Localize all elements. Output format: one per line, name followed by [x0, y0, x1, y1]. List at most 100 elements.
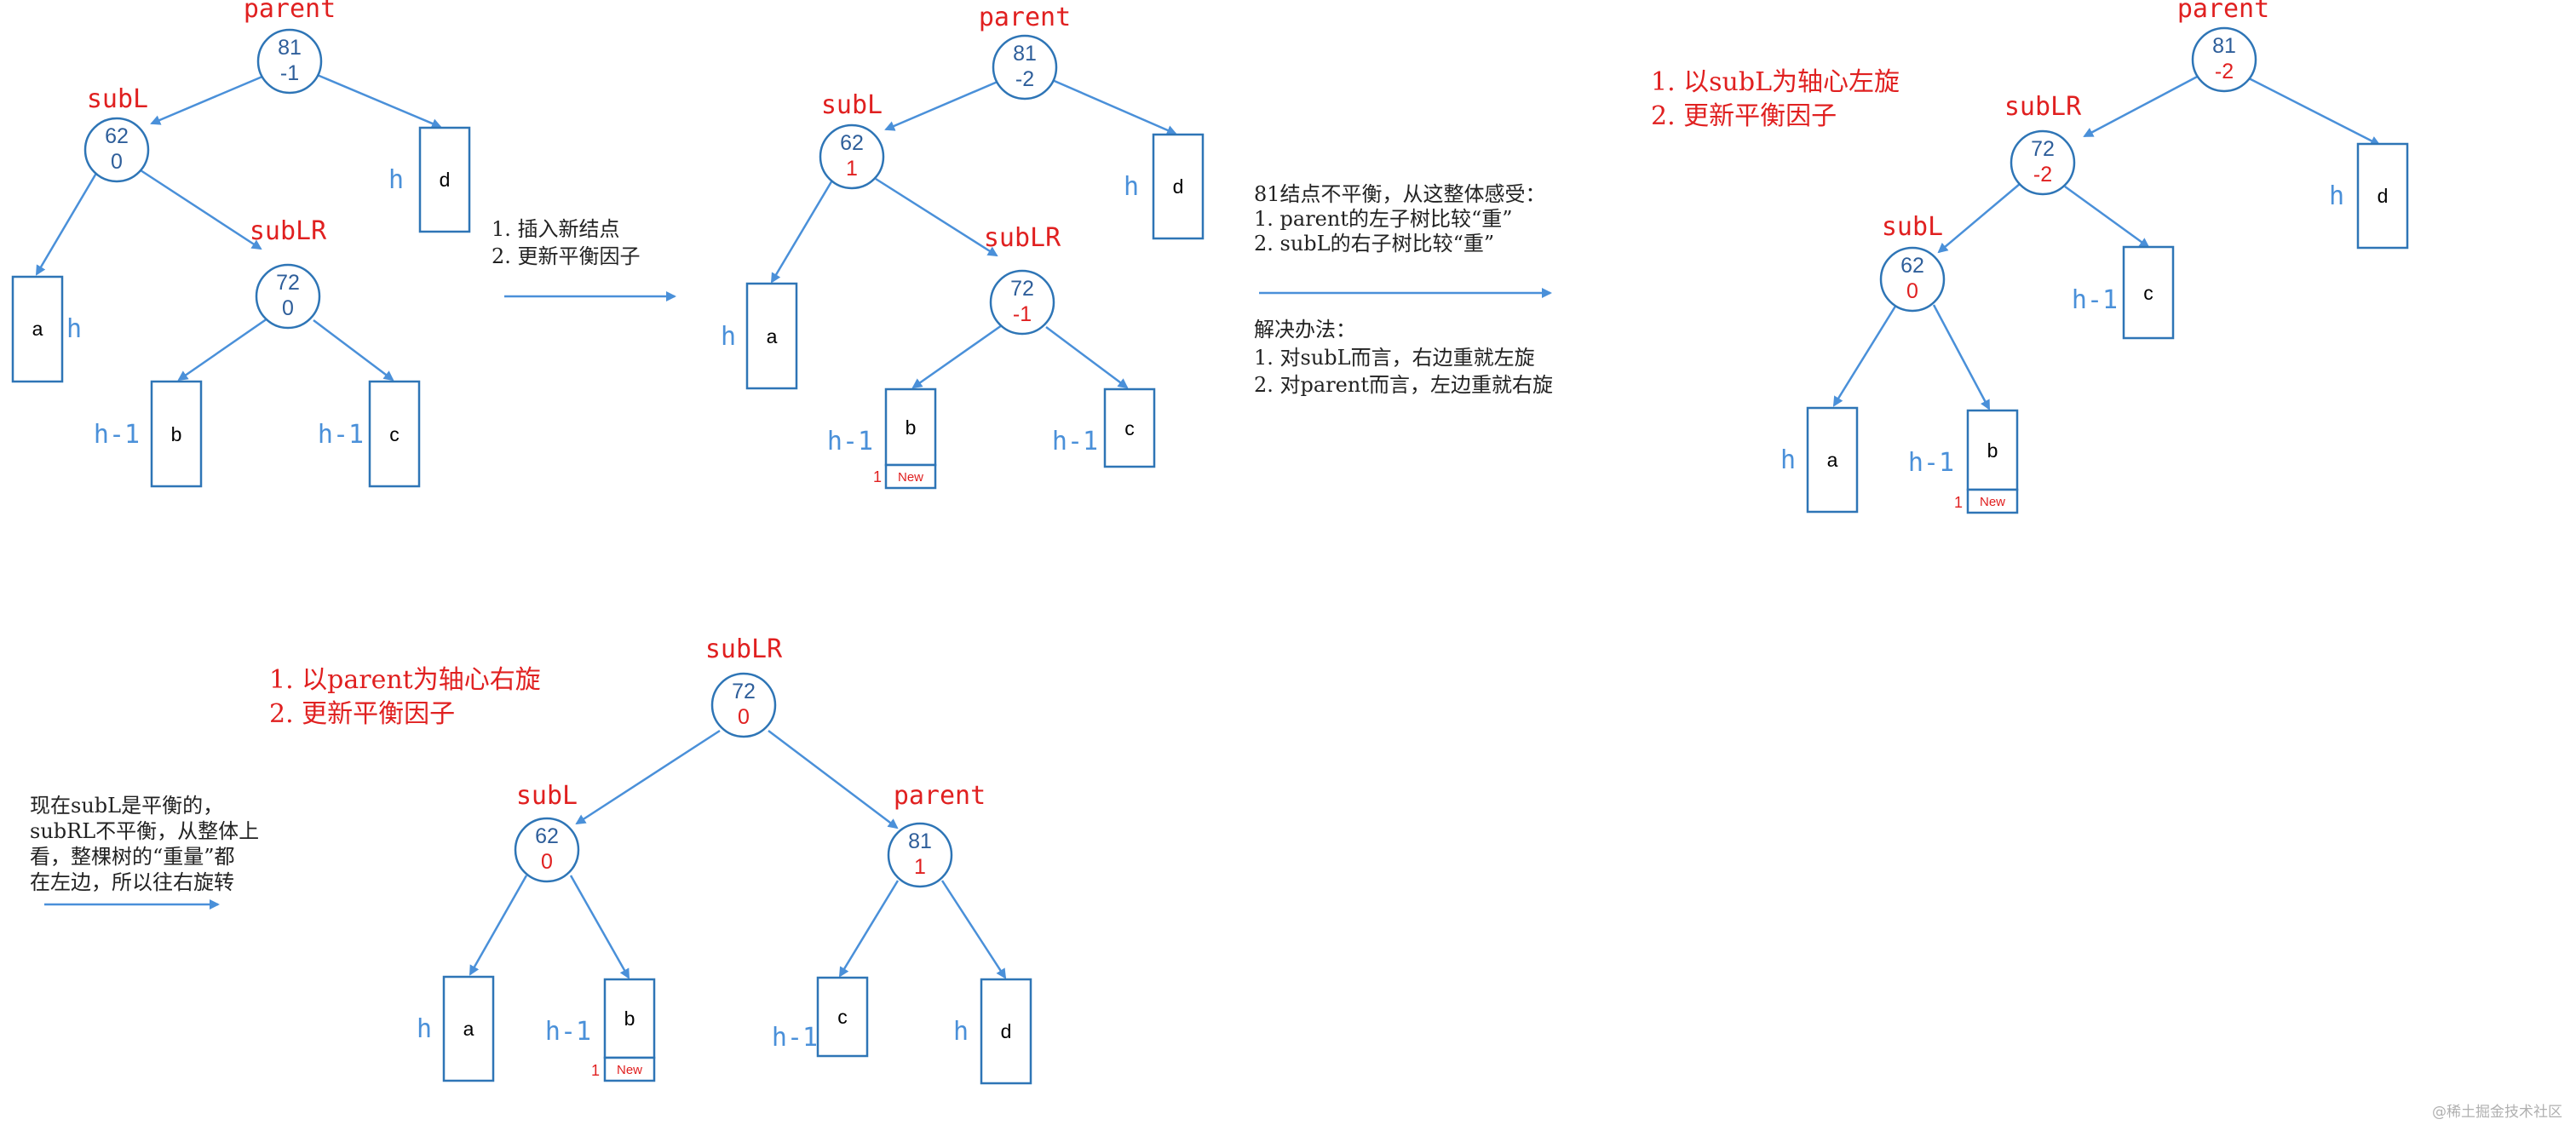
height-label: h	[1124, 172, 1139, 202]
edge	[1937, 183, 2021, 254]
svg-text:62: 62	[1900, 254, 1924, 278]
edge	[177, 317, 268, 382]
height-label: h	[2329, 181, 2344, 211]
height-label: h-1	[1908, 448, 1954, 478]
tree-node-62: 62 0	[1879, 246, 1946, 313]
edge	[1045, 325, 1129, 389]
parent-label: parent	[894, 781, 986, 811]
subtree-c: c	[2122, 245, 2175, 340]
tree-node-81: 81 -2	[2191, 26, 2257, 93]
svg-text:d: d	[1173, 175, 1184, 198]
new-node-box	[884, 463, 937, 490]
svg-text:72: 72	[1010, 277, 1034, 301]
svg-text:0: 0	[282, 296, 294, 320]
note-line: 解决办法：	[1254, 318, 1356, 342]
svg-text:62: 62	[535, 824, 559, 848]
new-node-label: New	[898, 470, 923, 485]
svg-text:c: c	[389, 423, 400, 445]
height-label: h	[953, 1017, 969, 1047]
tree-node-62: 62 0	[514, 817, 580, 883]
height-label: h-1	[772, 1023, 818, 1053]
edge	[35, 169, 100, 276]
height-label: h	[388, 165, 404, 195]
tree-node-72: 72 -1	[989, 269, 1055, 336]
note-line: 现在subL是平衡的，	[30, 794, 223, 818]
subtree-a: a	[745, 282, 798, 390]
tree-node-72: 72 0	[710, 672, 777, 738]
subtree-c: c	[816, 976, 869, 1058]
svg-text:c: c	[2143, 282, 2153, 304]
note-line: 2. subL的右子树比较“重”	[1254, 232, 1494, 255]
svg-text:0: 0	[1906, 279, 1918, 303]
height-label: h-1	[94, 420, 140, 450]
subtree-d: d	[2356, 142, 2409, 250]
subLR-label: subLR	[984, 223, 1061, 253]
tree-node-62: 62 1	[819, 123, 885, 190]
svg-text:b: b	[624, 1007, 635, 1030]
svg-text:d: d	[440, 169, 451, 191]
step-line: 1. 插入新结点	[492, 217, 620, 241]
subL-label: subL	[516, 781, 578, 811]
tree-node-72: 72 -2	[2010, 129, 2076, 196]
parent-label: parent	[979, 3, 1071, 32]
height-label: h	[417, 1014, 432, 1044]
step-insert-note: 1. 插入新结点 2. 更新平衡因子	[492, 217, 676, 301]
subtree-c: c	[1103, 387, 1156, 468]
edge	[569, 875, 630, 979]
height-label: h-1	[827, 427, 873, 456]
svg-text:c: c	[1124, 417, 1135, 439]
step-line: 2. 更新平衡因子	[1651, 101, 1837, 131]
parent-label: parent	[244, 0, 336, 24]
svg-text:1: 1	[846, 157, 858, 181]
note-line: 在左边，所以往右旋转	[30, 870, 234, 894]
subL-label: subL	[87, 84, 148, 114]
edge	[768, 730, 899, 829]
diagram-3-left-rotated: 1. 以subL为轴心左旋 2. 更新平衡因子 parent subLR sub…	[1651, 0, 2409, 514]
svg-text:-1: -1	[280, 61, 299, 85]
diagram-4-right-rotated: 1. 以parent为轴心右旋 2. 更新平衡因子 现在subL是平衡的， su…	[30, 634, 1032, 1085]
subtree-a: a	[442, 975, 495, 1082]
parent-label: parent	[2177, 0, 2269, 24]
subLR-label: subLR	[705, 634, 783, 664]
subL-label: subL	[1882, 212, 1943, 242]
new-node-height: 1	[873, 468, 882, 485]
note-line: 2. 对parent而言，左边重就右旋	[1254, 373, 1553, 397]
new-node-label: New	[1980, 495, 2005, 509]
subL-label: subL	[821, 90, 883, 120]
subLR-label: subLR	[250, 216, 327, 246]
height-label: h	[721, 322, 736, 352]
subtree-b: b	[150, 380, 203, 488]
watermark: @稀土掘金技术社区	[2432, 1104, 2562, 1121]
edge	[314, 72, 442, 129]
new-node-height: 1	[1954, 494, 1963, 511]
svg-text:1: 1	[914, 855, 926, 879]
svg-text:-1: -1	[1013, 302, 1032, 326]
edge	[911, 324, 1003, 389]
edge	[150, 72, 269, 125]
svg-text:62: 62	[840, 131, 864, 155]
svg-text:81: 81	[908, 829, 932, 853]
svg-text:0: 0	[111, 150, 123, 174]
note-line: 1. parent的左子树比较“重”	[1254, 207, 1513, 231]
step-line: 1. 以parent为轴心右旋	[269, 665, 541, 695]
subtree-a: a	[1806, 406, 1859, 514]
svg-text:b: b	[906, 416, 917, 439]
height-label: h-1	[2072, 285, 2118, 315]
tree-node-62: 62 0	[83, 117, 150, 183]
edge	[2083, 72, 2203, 138]
svg-text:b: b	[171, 423, 182, 445]
edge	[575, 729, 721, 825]
edge	[875, 177, 998, 257]
edge	[1832, 304, 1898, 407]
height-label: h	[66, 314, 82, 344]
edge	[469, 875, 528, 976]
subtree-b: b New 1	[591, 978, 656, 1082]
tree-node-81: 81 -2	[992, 34, 1058, 100]
svg-text:81: 81	[278, 36, 302, 60]
tree-node-81: 81 -1	[256, 28, 323, 95]
height-label: h-1	[545, 1017, 591, 1047]
note-line: 1. 对subL而言，右边重就左旋	[1254, 346, 1535, 370]
svg-text:a: a	[1827, 449, 1838, 471]
analysis-note: 81结点不平衡，从这整体感受： 1. parent的左子树比较“重” 2. su…	[1254, 182, 1553, 397]
